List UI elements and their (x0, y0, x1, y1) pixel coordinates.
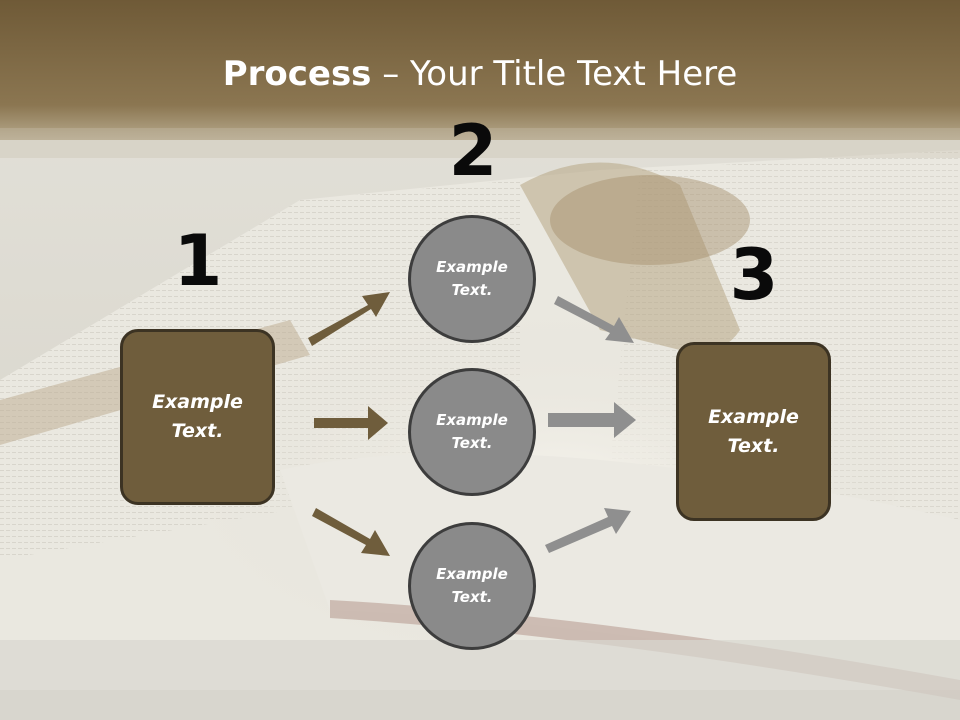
right-arrows (545, 296, 636, 553)
left-arrows (308, 292, 390, 556)
step-number-1: 1 (173, 220, 223, 302)
slide-title: Process – Your Title Text Here (0, 52, 960, 96)
arrow-left-down (312, 508, 390, 556)
arrow-right-up (545, 508, 631, 553)
step-number-2: 2 (448, 110, 498, 192)
arrow-right-down (554, 296, 634, 343)
arrow-left-up (308, 292, 390, 346)
title-bold: Process (222, 54, 372, 94)
arrow-right-mid (548, 402, 636, 438)
arrow-left-mid (314, 406, 388, 440)
title-rest: – Your Title Text Here (371, 54, 738, 94)
step-number-3: 3 (729, 234, 779, 316)
